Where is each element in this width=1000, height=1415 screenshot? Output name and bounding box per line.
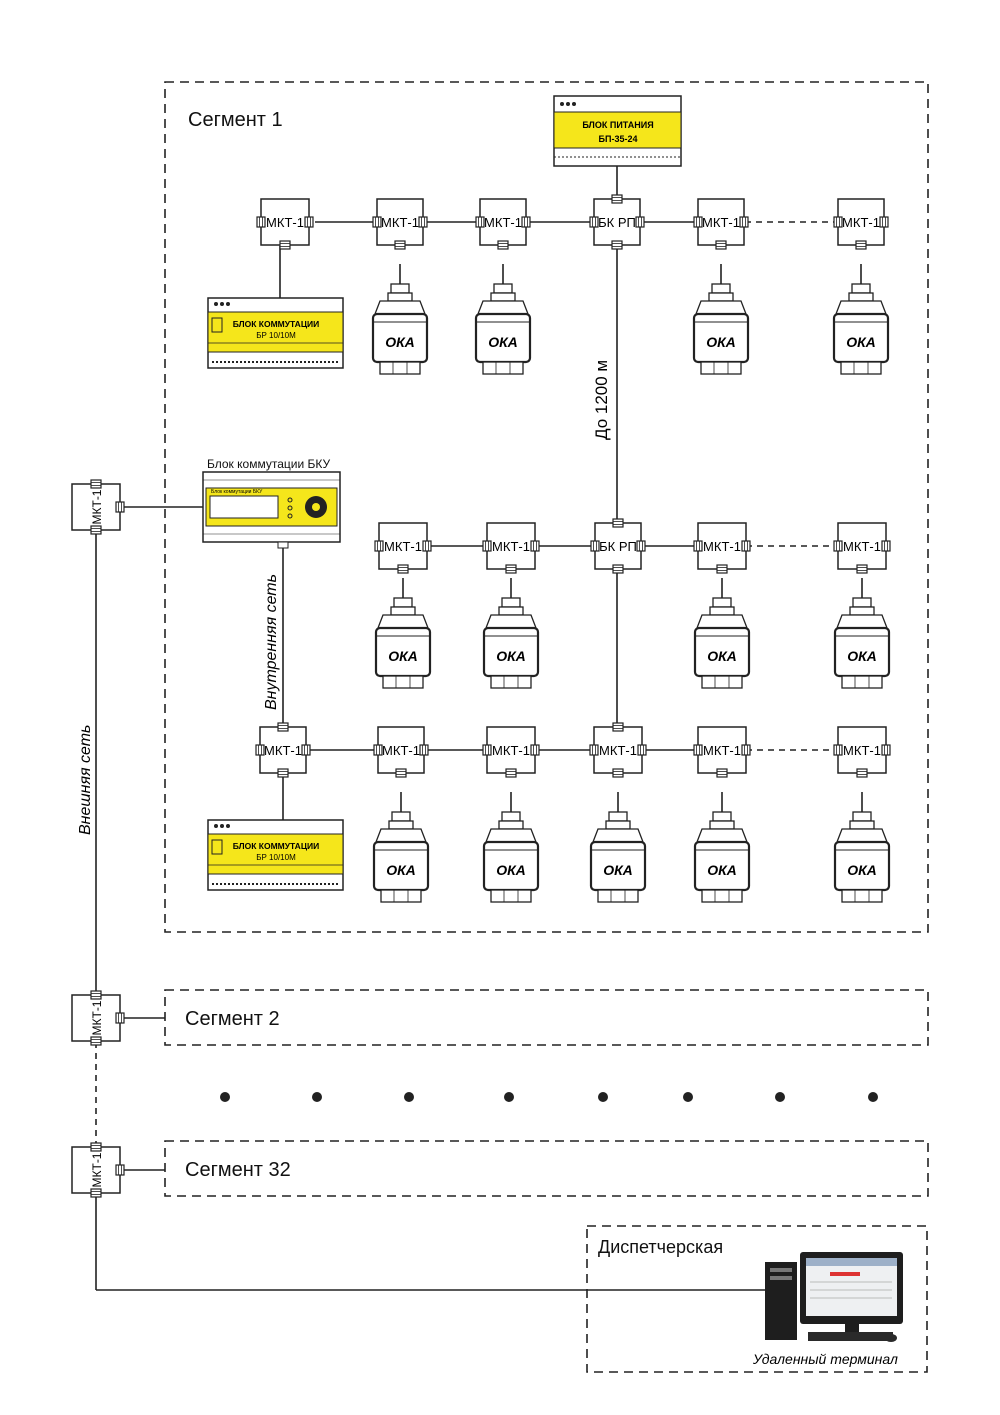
oka-r2-3: ОКА	[693, 578, 751, 689]
segment-1-frame	[164, 81, 929, 933]
bku-unit: Блок коммутации БКУ	[202, 471, 341, 549]
wires	[95, 166, 838, 1291]
mkt-r1-c3: МКТ-1	[475, 198, 531, 250]
terminal-label: Удаленный терминал	[752, 1351, 898, 1367]
mkt-r3-c5-label: МКТ-1	[703, 743, 741, 758]
mkt-r3-c3: МКТ-1	[482, 726, 540, 778]
mkt-r3-c2-label: МКТ-1	[382, 743, 420, 758]
mkt-r3-c6: МКТ-1	[833, 726, 891, 778]
oka-r1-3-label: ОКА	[706, 334, 736, 350]
mkt-r2-c4-label: МКТ-1	[703, 539, 741, 554]
mkt-r2-c1-label: МКТ-1	[384, 539, 422, 554]
relay-block-top-model: БР 10/10М	[256, 331, 296, 340]
mkt-r1-c5-label: МКТ-1	[702, 215, 740, 230]
bkrp-r2: БК РП	[590, 518, 646, 574]
mkt-r1-c6: МКТ-1	[833, 198, 889, 250]
mkt-r3-c6-label: МКТ-1	[843, 743, 881, 758]
oka-r1-2-label: ОКА	[488, 334, 518, 350]
segment-2-label: Сегмент 2	[185, 1008, 280, 1030]
oka-r2-2: ОКА	[482, 578, 540, 689]
relay-block-bottom: БЛОК КОММУТАЦИИ БР 10/10М	[207, 819, 344, 891]
power-supply-model: БП-35-24	[599, 134, 638, 144]
oka-r3-3: ОКА	[589, 792, 647, 903]
mkt-r1-c1-label: МКТ-1	[266, 215, 304, 230]
distance-label: До 1200 м	[592, 360, 611, 440]
oka-r2-1-label: ОКА	[388, 648, 418, 664]
mkt-r2-c5: МКТ-1	[833, 522, 891, 574]
mkt-r2-c4: МКТ-1	[693, 522, 751, 574]
oka-r1-1: ОКА	[371, 264, 429, 375]
bkrp-r2-label: БК РП	[599, 539, 637, 554]
segment-32-frame	[164, 1140, 929, 1197]
oka-r1-4: ОКА	[832, 264, 890, 375]
oka-r3-4: ОКА	[693, 792, 751, 903]
relay-block-top: БЛОК КОММУТАЦИИ БР 10/10М	[207, 297, 344, 369]
mkt-ext-2: МКТ-1	[71, 990, 125, 1046]
oka-r3-3-label: ОКА	[603, 862, 633, 878]
relay-block-top-title: БЛОК КОММУТАЦИИ	[233, 319, 320, 329]
mkt-r1-c3-label: МКТ-1	[484, 215, 522, 230]
mkt-r2-c5-label: МКТ-1	[843, 539, 881, 554]
mkt-ext-1-label: МКТ-1	[90, 489, 104, 524]
mkt-r3-c3-label: МКТ-1	[492, 743, 530, 758]
bkrp-r1-label: БК РП	[598, 215, 636, 230]
oka-r3-1: ОКА	[372, 792, 430, 903]
mkt-r3-c1: МКТ-1	[255, 722, 311, 778]
internal-net-label: Внутренняя сеть	[263, 574, 280, 710]
mkt-r3-c1-label: МКТ-1	[264, 743, 302, 758]
oka-r3-1-label: ОКА	[386, 862, 416, 878]
computer-icon	[765, 1252, 903, 1342]
oka-r2-2-label: ОКА	[496, 648, 526, 664]
segment-32-label: Сегмент 32	[185, 1159, 291, 1181]
mkt-r2-c2-label: МКТ-1	[492, 539, 530, 554]
mkt-r3-c5: МКТ-1	[693, 726, 751, 778]
oka-r1-3: ОКА	[692, 264, 750, 375]
segments-ellipsis	[220, 1092, 878, 1102]
mkt-r3-c2: МКТ-1	[373, 726, 429, 778]
bku-screen-label: Блок коммутации БКУ	[211, 489, 263, 495]
relay-block-bottom-title: БЛОК КОММУТАЦИИ	[233, 841, 320, 851]
mkt-r1-c2: МКТ-1	[372, 198, 428, 250]
mkt-r1-c1: МКТ-1	[256, 198, 314, 250]
oka-r1-1-label: ОКА	[385, 334, 415, 350]
relay-block-bottom-model: БР 10/10М	[256, 853, 296, 862]
mkt-r3-c4: МКТ-1	[589, 722, 647, 778]
mkt-r3-c4-label: МКТ-1	[599, 743, 637, 758]
dispatch-frame	[586, 1225, 928, 1373]
mkt-ext-2-label: МКТ-1	[90, 1000, 104, 1035]
external-net-label: Внешняя сеть	[77, 725, 94, 835]
mkt-ext-32-label: МКТ-1	[90, 1152, 104, 1187]
mkt-ext-32: МКТ-1	[71, 1142, 125, 1198]
oka-r2-3-label: ОКА	[707, 648, 737, 664]
oka-r1-4-label: ОКА	[846, 334, 876, 350]
oka-r1-2: ОКА	[474, 264, 532, 375]
oka-r3-4-label: ОКА	[707, 862, 737, 878]
mkt-r1-c5: МКТ-1	[693, 198, 749, 250]
oka-r2-1: ОКА	[374, 578, 432, 689]
mkt-r1-c2-label: МКТ-1	[381, 215, 419, 230]
mkt-r1-c6-label: МКТ-1	[842, 215, 880, 230]
mkt-r2-c2: МКТ-1	[482, 522, 540, 574]
oka-r3-5-label: ОКА	[847, 862, 877, 878]
power-supply-unit: БЛОК ПИТАНИЯ БП-35-24	[553, 95, 682, 167]
mkt-r2-c1: МКТ-1	[374, 522, 432, 574]
oka-r3-2-label: ОКА	[496, 862, 526, 878]
power-supply-title: БЛОК ПИТАНИЯ	[582, 120, 653, 130]
oka-r2-4-label: ОКА	[847, 648, 877, 664]
dispatch-label: Диспетчерская	[598, 1237, 723, 1257]
oka-r3-5: ОКА	[833, 792, 891, 903]
bkrp-r1: БК РП	[589, 194, 645, 250]
oka-r3-2: ОКА	[482, 792, 540, 903]
segment-1-label: Сегмент 1	[188, 109, 283, 131]
mkt-ext-1: МКТ-1	[71, 479, 125, 535]
bku-caption: Блок коммутации БКУ	[207, 457, 330, 471]
oka-r2-4: ОКА	[833, 578, 891, 689]
